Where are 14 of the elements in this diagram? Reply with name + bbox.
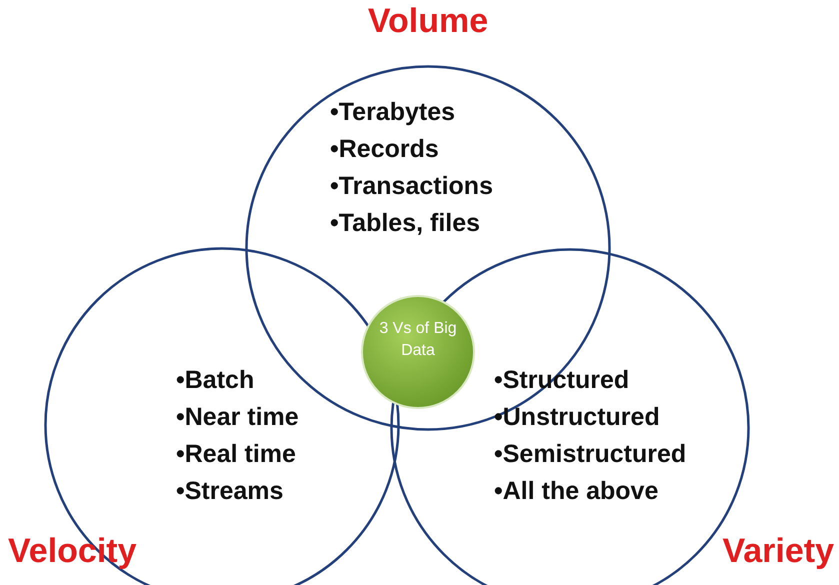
bullet-item: •Transactions: [330, 172, 493, 201]
bullet-item: •Real time: [176, 440, 296, 469]
set-title: Variety: [722, 532, 834, 571]
bullet-item: •Streams: [176, 477, 284, 506]
bullet-item: •Near time: [176, 403, 299, 432]
bullet-item: •All the above: [494, 477, 658, 506]
center-label: 3 Vs of Big Data: [379, 319, 457, 361]
bullet-item: •Terabytes: [330, 98, 456, 127]
set-title: Volume: [368, 2, 488, 41]
bullet-item: •Batch: [176, 366, 254, 395]
bullet-item: •Semistructured: [494, 440, 686, 469]
bullet-item: •Tables, files: [330, 209, 480, 238]
bullet-item: •Unstructured: [494, 403, 660, 432]
bullet-item: •Records: [330, 135, 439, 164]
